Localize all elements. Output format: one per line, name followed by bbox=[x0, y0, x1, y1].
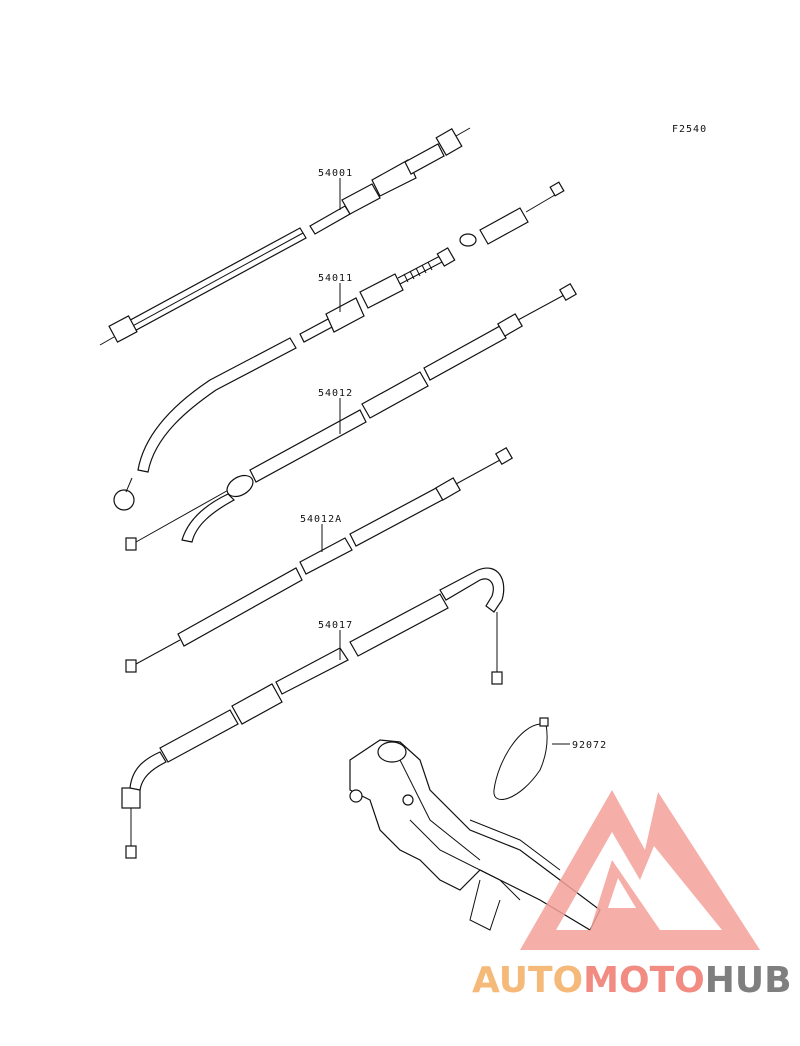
band-92072 bbox=[493, 717, 549, 800]
cable-54017 bbox=[121, 567, 505, 859]
label-54001: 54001 bbox=[318, 168, 353, 179]
watermark-text: AUTOMOTOHUB bbox=[472, 960, 792, 1001]
watermark-logo bbox=[520, 790, 760, 950]
cable-54012 bbox=[125, 282, 578, 551]
watermark-hub: HUB bbox=[704, 960, 792, 1001]
watermark-auto: AUTO bbox=[472, 960, 584, 1001]
label-54012: 54012 bbox=[318, 388, 353, 399]
label-54012A: 54012A bbox=[300, 514, 342, 525]
label-92072: 92072 bbox=[572, 740, 607, 751]
frame-assembly bbox=[349, 739, 601, 931]
label-54017: 54017 bbox=[318, 620, 353, 631]
figure-id: F2540 bbox=[672, 124, 707, 135]
cable-54012A bbox=[125, 446, 514, 673]
cable-54011 bbox=[113, 181, 565, 511]
cable-54001 bbox=[99, 127, 471, 346]
watermark-moto: MOTO bbox=[583, 960, 705, 1001]
label-54011: 54011 bbox=[318, 273, 353, 284]
